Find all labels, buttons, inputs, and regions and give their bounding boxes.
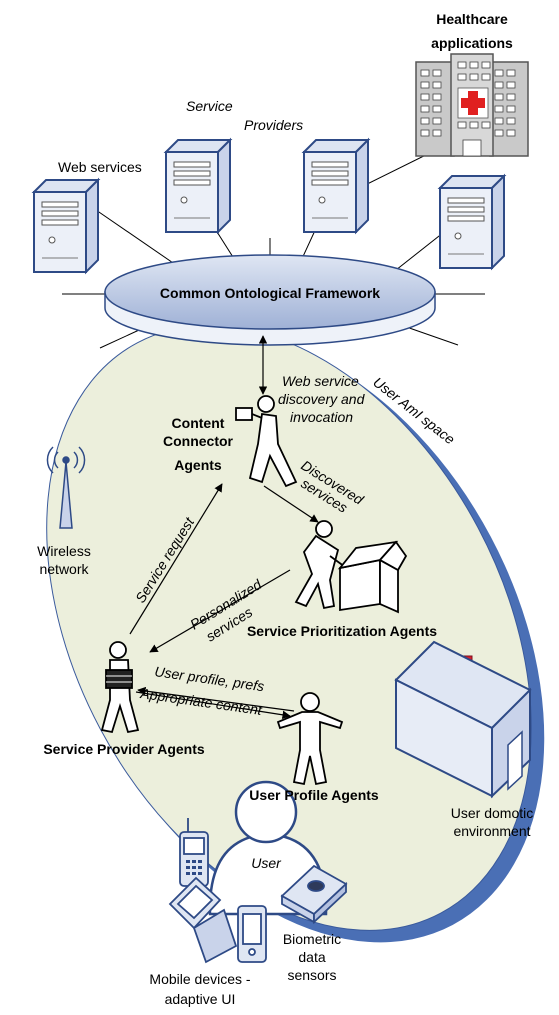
ws-discovery-label-3: invocation bbox=[290, 409, 353, 425]
web-service-server-2 bbox=[165, 139, 231, 233]
content-connector-label-3: Agents bbox=[174, 457, 222, 473]
ami-space-ellipse bbox=[46, 325, 545, 943]
service-provider-agents-label: Service Provider Agents bbox=[43, 741, 205, 757]
biometric-label-1: Biometric bbox=[283, 931, 341, 947]
arrow-discovered bbox=[263, 485, 319, 523]
arrow-service-request bbox=[129, 483, 223, 635]
wireless-label-1: Wireless bbox=[37, 543, 91, 559]
service-providers-label-1: Service bbox=[186, 98, 233, 114]
biometric-sensor-icon bbox=[280, 864, 348, 925]
user-profile-agents-label: User Profile Agents bbox=[249, 787, 379, 803]
service-provider-agent-figure bbox=[100, 641, 140, 734]
mobile-label-1: Mobile devices - bbox=[149, 971, 250, 987]
wireless-antenna-icon bbox=[46, 446, 86, 529]
domotic-house-icon bbox=[394, 640, 532, 799]
web-services-label: Web services bbox=[58, 159, 142, 175]
biometric-label-3: sensors bbox=[287, 967, 336, 983]
arrow-appropriate-content bbox=[135, 691, 291, 719]
content-connector-label-2: Connector bbox=[163, 433, 234, 449]
user-label: User bbox=[251, 855, 282, 871]
web-service-server-4 bbox=[439, 175, 505, 269]
prioritization-agent-figure bbox=[294, 520, 408, 614]
hospital-icon bbox=[415, 53, 529, 157]
arrow-profile-prefs bbox=[137, 686, 295, 712]
arrow-personalized bbox=[149, 569, 291, 653]
flip-phone-icon bbox=[168, 876, 238, 964]
service-prioritization-label: Service Prioritization Agents bbox=[247, 623, 437, 639]
common-ontological-framework bbox=[104, 254, 436, 346]
flow-arrows bbox=[129, 335, 319, 719]
service-providers-label-2: Providers bbox=[244, 117, 303, 133]
user-profile-agent-figure bbox=[276, 692, 344, 786]
content-connector-label-1: Content bbox=[172, 415, 225, 431]
healthcare-label-2: applications bbox=[431, 35, 513, 51]
mobile-label-2: adaptive UI bbox=[165, 991, 236, 1007]
wireless-label-2: network bbox=[39, 561, 89, 577]
biometric-label-2: data bbox=[298, 949, 325, 965]
domotic-label-1: User domotic bbox=[451, 805, 533, 821]
healthcare-label-1: Healthcare bbox=[436, 11, 508, 27]
web-service-server-3 bbox=[303, 139, 369, 233]
framework-label: Common Ontological Framework bbox=[160, 285, 380, 301]
ws-discovery-label-2: discovery and bbox=[278, 391, 366, 407]
pda-device-icon bbox=[237, 905, 267, 963]
domotic-label-2: environment bbox=[453, 823, 530, 839]
content-connector-agent-figure bbox=[235, 395, 298, 488]
web-service-server-1 bbox=[33, 179, 99, 273]
ws-discovery-label-1: Web service bbox=[282, 373, 359, 389]
